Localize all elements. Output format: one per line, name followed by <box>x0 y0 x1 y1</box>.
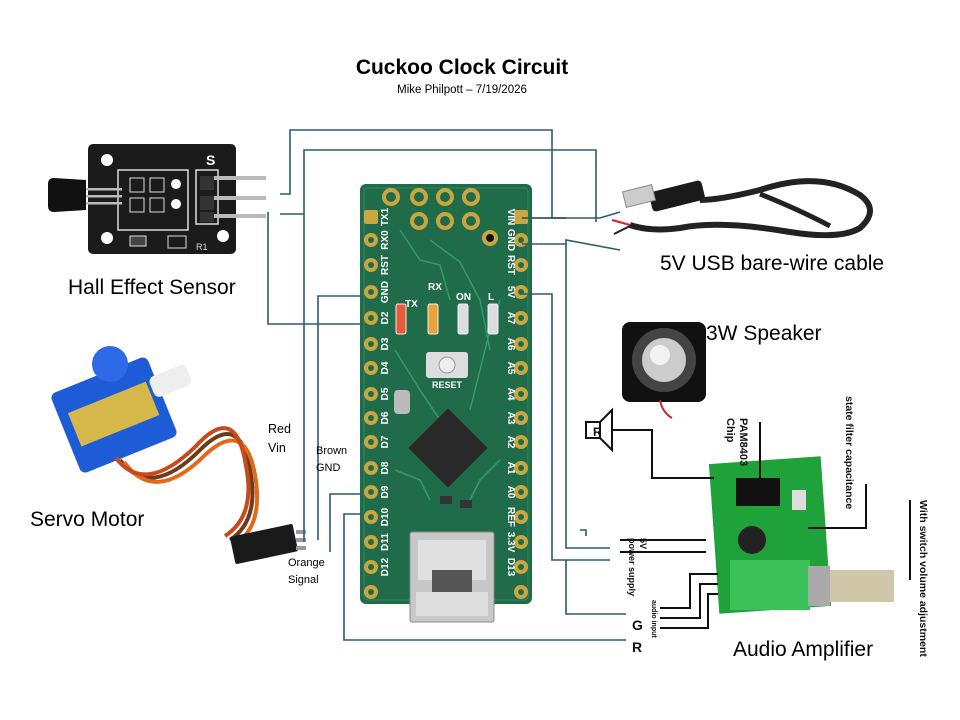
right-pin-a1: A1 <box>505 462 516 475</box>
right-pin-5v: 5V <box>505 286 516 299</box>
right-pin-a5: A5 <box>505 362 516 375</box>
wire-hall-signal <box>267 212 362 325</box>
right-pin-a3: A3 <box>505 412 516 425</box>
right-pin-a6: A6 <box>505 338 516 351</box>
svg-text:R1: R1 <box>196 242 208 252</box>
diagram-title: Cuckoo Clock Circuit <box>355 56 569 79</box>
right-pin-ref: REF <box>505 507 516 527</box>
right-pin-rst: RST <box>505 255 516 275</box>
right-pin-gnd: GND <box>505 229 516 251</box>
amp-r-label: R <box>632 639 642 655</box>
right-pin-33v: 3.3V <box>505 532 516 553</box>
right-pin-a2: A2 <box>505 436 516 449</box>
arduino-nano-board <box>360 184 532 623</box>
led-tx-label: TX <box>405 299 418 310</box>
pam8403-chip-label: PAM8403 Chip <box>724 418 749 469</box>
audio-input-label: audio input <box>650 600 657 638</box>
left-pin-tx1: TX1 <box>380 207 391 226</box>
left-pin-d2: D2 <box>380 311 391 324</box>
left-pin-d10: D10 <box>380 507 391 526</box>
left-pin-d6: D6 <box>380 411 391 424</box>
right-pin-vin: VIN <box>505 209 516 226</box>
filter-capacitance-label: state filter capacitance <box>843 396 855 509</box>
reset-button-label: RESET <box>432 380 463 390</box>
diagram-subtitle: Mike Philpott – 7/19/2026 <box>397 84 527 96</box>
hall-pin-s-label: S <box>206 152 215 168</box>
volume-adjustment-label: With switch volume adjustment <box>917 500 929 657</box>
left-pin-d12: D12 <box>380 557 391 576</box>
audio-amplifier-module <box>585 407 911 629</box>
left-pin-d5: D5 <box>380 387 391 400</box>
right-pin-a0: A0 <box>505 486 516 499</box>
led-rx-label: RX <box>428 282 442 293</box>
speaker-3w <box>622 322 706 419</box>
wire-servo-signal <box>329 493 362 552</box>
left-pin-d4: D4 <box>380 361 391 374</box>
left-pin-d7: D7 <box>380 435 391 448</box>
right-pin-d13: D13 <box>505 558 516 577</box>
wire-audio-in <box>343 513 626 641</box>
hall-effect-sensor-module <box>48 144 266 254</box>
wire-servo-gnd <box>317 295 362 540</box>
amp-g-label: G <box>632 617 643 633</box>
brown-gnd-label: Brown GND <box>316 445 348 474</box>
hall-sensor-label: Hall Effect Sensor <box>68 276 236 299</box>
led-l-label: L <box>488 292 494 303</box>
usb-cable-label: 5V USB bare-wire cable <box>660 252 885 275</box>
servo-motor-label: Servo Motor <box>30 508 145 531</box>
left-pin-d3: D3 <box>380 337 391 350</box>
left-pin-gnd: GND <box>380 281 391 303</box>
speaker-r-label: R <box>593 425 602 439</box>
left-pin-d8: D8 <box>380 461 391 474</box>
right-pin-a4: A4 <box>505 388 516 401</box>
left-pin-rx0: RX0 <box>380 230 391 250</box>
wire-hall-gnd <box>280 149 597 222</box>
left-pin-rst: RST <box>380 255 391 275</box>
red-vin-label: Red Vin <box>268 422 291 455</box>
amplifier-label: Audio Amplifier <box>733 638 874 661</box>
speaker-label: 3W Speaker <box>706 322 822 345</box>
power-supply-label: 5V power supply <box>627 538 648 596</box>
led-on-label: ON <box>456 292 471 303</box>
right-pin-a7: A7 <box>505 312 516 325</box>
left-pin-d9: D9 <box>380 485 391 498</box>
usb-cable <box>611 178 873 239</box>
orange-signal-label: Orange Signal <box>288 557 325 586</box>
left-pin-d11: D11 <box>380 533 391 551</box>
wiring <box>267 129 626 641</box>
servo-motor <box>51 346 306 564</box>
